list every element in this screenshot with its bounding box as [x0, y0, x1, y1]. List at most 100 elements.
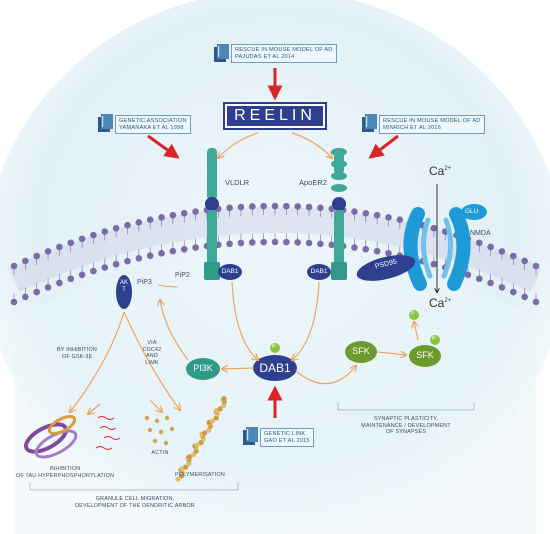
lipid-head [351, 208, 358, 215]
lipid-head [10, 298, 18, 306]
lipid-head [112, 224, 120, 232]
book-icon [214, 44, 229, 62]
book-icon [362, 114, 377, 132]
lipid-head [180, 209, 188, 217]
apoer2-receptor [331, 148, 347, 280]
book-icon [98, 114, 113, 132]
lipid-head [510, 252, 517, 260]
lipid-head [283, 238, 290, 246]
dab1-apoer2-label: DAB1 [310, 268, 328, 275]
lipid-head [249, 239, 256, 246]
arrow-right [368, 134, 399, 159]
lipid-head [385, 250, 392, 257]
lipid-head [78, 235, 86, 243]
akt-protein [116, 275, 132, 309]
lipid-head [22, 257, 29, 265]
arrow-sfk-nmda [414, 322, 418, 341]
actin-polymer [175, 395, 227, 482]
reelin-box [223, 102, 327, 130]
lipid-head [67, 239, 75, 247]
phosphate-nmda [409, 310, 419, 320]
actin-bead [202, 430, 208, 436]
sfk-left [345, 341, 377, 363]
lipid-head [226, 240, 233, 248]
dab1-center [253, 343, 297, 381]
dab1-center-label: DAB1 [259, 361, 291, 375]
lipid-head [362, 245, 370, 253]
lipid-head [532, 262, 540, 270]
lipid-head [90, 267, 97, 275]
lipid-head [33, 252, 40, 260]
lipid-head [498, 284, 506, 291]
lipid-head [532, 298, 540, 306]
nmda-label: NMDA [470, 230, 491, 237]
arrow-pi3k-pip [160, 300, 189, 361]
note-polymerisation: POLYMERISATION [175, 472, 225, 478]
lipid-head [124, 221, 131, 229]
lipid-head [487, 243, 494, 251]
lipid-head [158, 214, 165, 221]
calcium-bottom: Ca2+ [429, 296, 452, 310]
lipid-head [56, 243, 63, 251]
lipid-head [317, 204, 324, 212]
note-actin: ACTIN [151, 450, 169, 456]
actin-monomers [144, 415, 175, 446]
actin-bead [217, 406, 223, 412]
note-synaptic: SYNAPTIC PLASTICITY,MAINTENANCE / DEVELO… [361, 416, 451, 436]
arrow-dab1-pi3k [222, 368, 255, 369]
actin-bead [178, 473, 185, 479]
actin-bead [186, 454, 193, 460]
pip3-label: PiP3 [137, 279, 152, 286]
lipid-head [10, 262, 18, 270]
lipid-head [475, 275, 483, 283]
lipid-head [226, 204, 233, 212]
lipid-head [294, 203, 301, 210]
arrow-dab1l-center [231, 281, 258, 360]
lipid-head [101, 228, 109, 235]
actin-bead [198, 439, 204, 446]
lipid-head [180, 245, 188, 253]
lipid-head [283, 202, 290, 210]
lipid-head [510, 288, 517, 296]
arrow-akt-tau [70, 311, 125, 412]
arrow-reelin-apoer2 [291, 132, 332, 158]
pip-arrow [157, 284, 179, 288]
arrow-small-actin [149, 399, 162, 412]
note-granule: GRANULE CELL MIGRATION,DEVELOPMENT OF TH… [75, 496, 195, 509]
dab1-apoer2 [307, 264, 331, 280]
lipid-head [101, 264, 109, 271]
lipid-head [373, 211, 381, 219]
lipid-head [430, 224, 438, 232]
actin-bead [175, 476, 181, 482]
lipid-head [430, 260, 438, 268]
dab1-vldlr-label: DAB1 [221, 268, 239, 275]
lipid-head [487, 279, 494, 287]
glu-ligand [461, 204, 487, 220]
lipid-head [44, 284, 52, 291]
lipid-head [249, 203, 256, 210]
lipid-head [112, 260, 120, 268]
lipid-head [521, 293, 528, 301]
actin-bead [209, 418, 216, 424]
tau-strands [95, 416, 121, 450]
pip2-label: PiP2 [175, 272, 190, 279]
calcium-top: Ca2+ [429, 164, 452, 178]
lipid-head [260, 202, 267, 210]
sfk-left-label: SFK [352, 346, 370, 356]
lipid-head [317, 240, 324, 248]
actin-bead [179, 466, 185, 472]
actin-bead [190, 452, 197, 458]
nmda-receptor [403, 204, 487, 291]
apoer2-label: ApoER2 [299, 178, 327, 187]
lipid-head [90, 231, 97, 239]
lipid-head [305, 203, 313, 211]
tau-fibrils [24, 415, 78, 459]
actin-bead [194, 442, 200, 448]
lipid-head [396, 216, 404, 224]
lipid-head [158, 250, 165, 257]
